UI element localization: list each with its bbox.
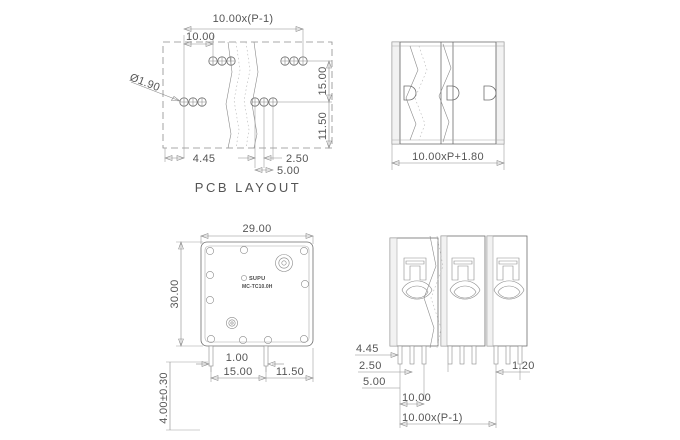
dim-pin-offsets: 15.00 11.50 [210, 348, 314, 382]
dim-front-width-label: 10.00xP+1.80 [412, 151, 484, 163]
dim-pitch-span-label: 10.00x(P-1) [213, 13, 274, 25]
dim-pin-width: 1.00 [196, 352, 284, 367]
dim-height-lower: 11.50 [317, 102, 332, 149]
side-view-pins [397, 345, 523, 365]
center-bosses [226, 254, 293, 329]
wire-clamps [401, 280, 525, 300]
dim-pitch-label: 10.00 [186, 31, 215, 43]
dim-side-pitch: 10.00 [399, 392, 431, 407]
wire-entry-openings [403, 85, 497, 101]
front-break-lines [405, 43, 452, 143]
dim-pad-gap: 2.50 [238, 153, 309, 165]
dim-height-upper-label: 15.00 [317, 66, 329, 95]
dim-side-edge-label: 1.20 [512, 360, 535, 372]
dim-front-width: 10.00xP+1.80 [391, 144, 505, 170]
dim-pin-offset-b-label: 11.50 [276, 366, 304, 378]
dim-side-offsets: 4.45 2.50 5.00 [355, 343, 413, 389]
view-bottom: SUPU MC-TC10.0H 29.00 30.00 [158, 223, 314, 431]
dim-pin-width-label: 1.00 [226, 352, 249, 364]
part-number-label: MC-TC10.0H [242, 284, 273, 290]
pcb-layout-title: PCB LAYOUT [195, 180, 301, 195]
dim-bottom-height-label: 30.00 [169, 279, 181, 308]
dim-side-pitch-span-label: 10.00x(P-1) [402, 412, 463, 424]
view-side: 4.45 2.50 5.00 10.00 10.00x(P-1) [355, 235, 535, 428]
dim-bottom-width: 29.00 [200, 223, 314, 244]
dim-pin-length-label: 4.00±0.30 [158, 372, 170, 424]
dim-bottom-height: 30.00 [169, 241, 203, 347]
dim-side-offset-bottom-label: 5.00 [363, 376, 386, 388]
dim-offset-left: 4.45 [164, 148, 216, 165]
dim-bottom-width-label: 29.00 [242, 223, 271, 235]
pad-group-top-right [280, 56, 308, 66]
dim-offset-left-label: 4.45 [193, 153, 216, 165]
view-pcb-layout: 10.00x(P-1) 10.00 Ø1.90 15.00 11.50 [128, 13, 333, 195]
dim-pad-gap-label: 2.50 [286, 153, 309, 165]
break-lines [225, 41, 259, 149]
dim-side-offset-mid-label: 2.50 [359, 360, 382, 372]
pcb-outline [162, 41, 333, 149]
dim-pad-span: 5.00 [254, 165, 300, 177]
dim-hole-diameter-label: Ø1.90 [128, 72, 162, 94]
clamp-cages [403, 257, 520, 281]
dim-hole-diameter: Ø1.90 [128, 72, 181, 102]
brand-label: SUPU [249, 276, 265, 282]
dim-height-lower-label: 11.50 [317, 112, 329, 140]
dim-pitch-span-top: 10.00x(P-1) [183, 13, 304, 57]
dim-side-edge: 1.20 [495, 360, 535, 375]
side-break-lines [423, 235, 444, 349]
product-label: SUPU MC-TC10.0H [241, 275, 273, 290]
pad-group-bottom-left [179, 97, 207, 107]
dim-pad-span-label: 5.00 [277, 165, 300, 177]
dim-height-upper: 15.00 [317, 60, 332, 103]
dim-pin-offset-a-label: 15.00 [223, 366, 252, 378]
dim-pin-length: 4.00±0.30 [158, 361, 208, 431]
dim-side-offset-top-label: 4.45 [356, 343, 379, 355]
mounting-bosses [206, 246, 309, 344]
dim-side-pitch-span: 10.00x(P-1) [399, 364, 497, 428]
pad-group-bottom-middle [250, 97, 278, 107]
view-front: 10.00xP+1.80 [391, 41, 505, 170]
dim-pitch-top: 10.00 [183, 31, 215, 47]
pcb-pad-groups [179, 56, 308, 107]
dim-side-pitch-label: 10.00 [402, 392, 431, 404]
